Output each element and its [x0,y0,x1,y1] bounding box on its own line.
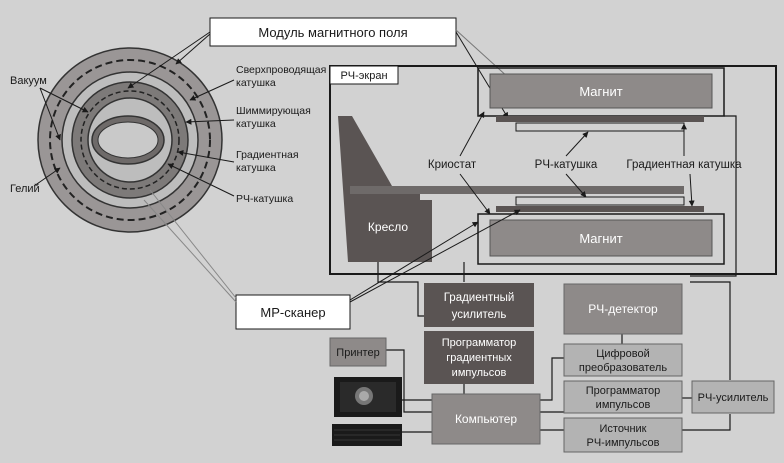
grad-prog-label-2: градиентных [446,352,512,364]
helium-ring [49,59,211,221]
rf-coil-arrow-up [565,131,589,157]
wire-rfsource-rfamp [682,414,731,431]
gradient-pulse-programmer [424,331,534,384]
chair-label: Кресло [368,220,408,234]
rf-source-label-2: РЧ-импульсов [587,437,660,449]
mr-scanner-arrow-1 [349,221,479,301]
vacuum-arrow-2 [39,87,61,141]
rf-coil-left-label: РЧ-катушка [236,193,293,205]
grad-prog-label-3: импульсов [452,367,507,379]
printer-box [329,337,387,367]
wiring [374,115,737,433]
keyboard-keys [334,429,400,441]
mr-scanner-line-1 [149,189,237,299]
rf-source-label-1: Источник [600,423,647,435]
mr-scanner-box [235,294,351,330]
wire-magnet-rfdet [690,115,737,277]
bottom-magnet-label: Магнит [579,231,622,246]
wire-computer-digit [540,357,564,401]
helium-arrow [33,167,61,187]
grad-arrow [177,149,235,163]
pulse-prog-label-2: импульсов [596,399,651,411]
gradient-coil-arrow-down [688,173,695,207]
top-gradient-strip [496,116,704,122]
shim-label-2: катушка [236,118,276,130]
rf-screen-tag [329,65,399,85]
rf-detector-label: РЧ-детектор [588,302,658,316]
module-field-label: Модуль магнитного поля [258,25,407,40]
supercond-label-2: катушка [236,77,276,89]
top-magnet-label: Магнит [579,84,622,99]
magnet-cross-section [37,47,223,233]
helium-label: Гелий [10,183,40,195]
rf-coil-arrow-down [565,173,587,198]
supercond-label-1: Сверхпроводящая [236,64,326,76]
rf-coil-left-arrow [167,163,235,197]
module-arrow-1 [127,31,211,89]
top-rf-strip [515,122,685,132]
digitizer-box [563,343,683,377]
grad-prog-label-1: Программатор [442,337,517,349]
bottom-magnet [489,219,713,257]
top-magnet [489,73,713,109]
cryostat-label: Криостат [428,159,477,171]
gradient-amplifier [424,283,534,327]
pulse-prog-label-1: Программатор [586,385,661,397]
computer-label: Компьютер [455,412,517,426]
rf-source-box [563,417,683,453]
bottom-gradient-strip [496,206,704,212]
grad-amp-label-2: усилитель [452,309,507,321]
mr-scanner-line-2 [143,199,237,303]
rf-detector-box [563,283,683,335]
supercond-arrow [189,79,235,101]
printer-label: Принтер [336,347,379,359]
pulse-programmer-box [563,380,683,414]
cryostat-arrow-down [459,173,491,215]
wire-chair-gradamp [377,262,424,317]
rf-screen-label: РЧ-экран [340,70,387,82]
gradient-ring [80,90,180,190]
bed-rail [350,186,684,194]
cryostat-arrow-up [459,111,485,157]
bottom-magnet-frame [477,213,725,265]
grad-label-1: Градиентная [236,149,299,161]
brain-scan-core [359,391,369,401]
vacuum-arrow [39,87,89,113]
module-arrow-2 [175,33,211,65]
mr-scanner-arrow-2 [349,209,521,303]
digitizer-label-2: преобразователь [579,362,667,374]
wire-printer-computer [374,349,432,413]
wire-rfdet-rfamp [690,281,731,380]
grad-amp-label-1: Градиентный [444,292,515,304]
grad-label-2: катушка [236,162,276,174]
shim-label-1: Шиммирующая [236,105,311,117]
rf-coil-label: РЧ-катушка [535,159,598,171]
mr-scanner-label: МР-сканер [260,305,325,320]
digitizer-label-1: Цифровой [596,348,650,360]
gradient-coil-label: Градиентная катушка [626,159,742,171]
vacuum-label: Вакуум [10,75,47,87]
rf-screen-box [329,65,777,275]
shim-arrow [185,118,235,125]
patient-cross-section [97,121,159,159]
rf-amp-label: РЧ-усилитель [698,392,769,404]
rf-amplifier-box [691,380,775,414]
bottom-rf-strip [515,196,685,206]
computer-box [431,393,541,445]
